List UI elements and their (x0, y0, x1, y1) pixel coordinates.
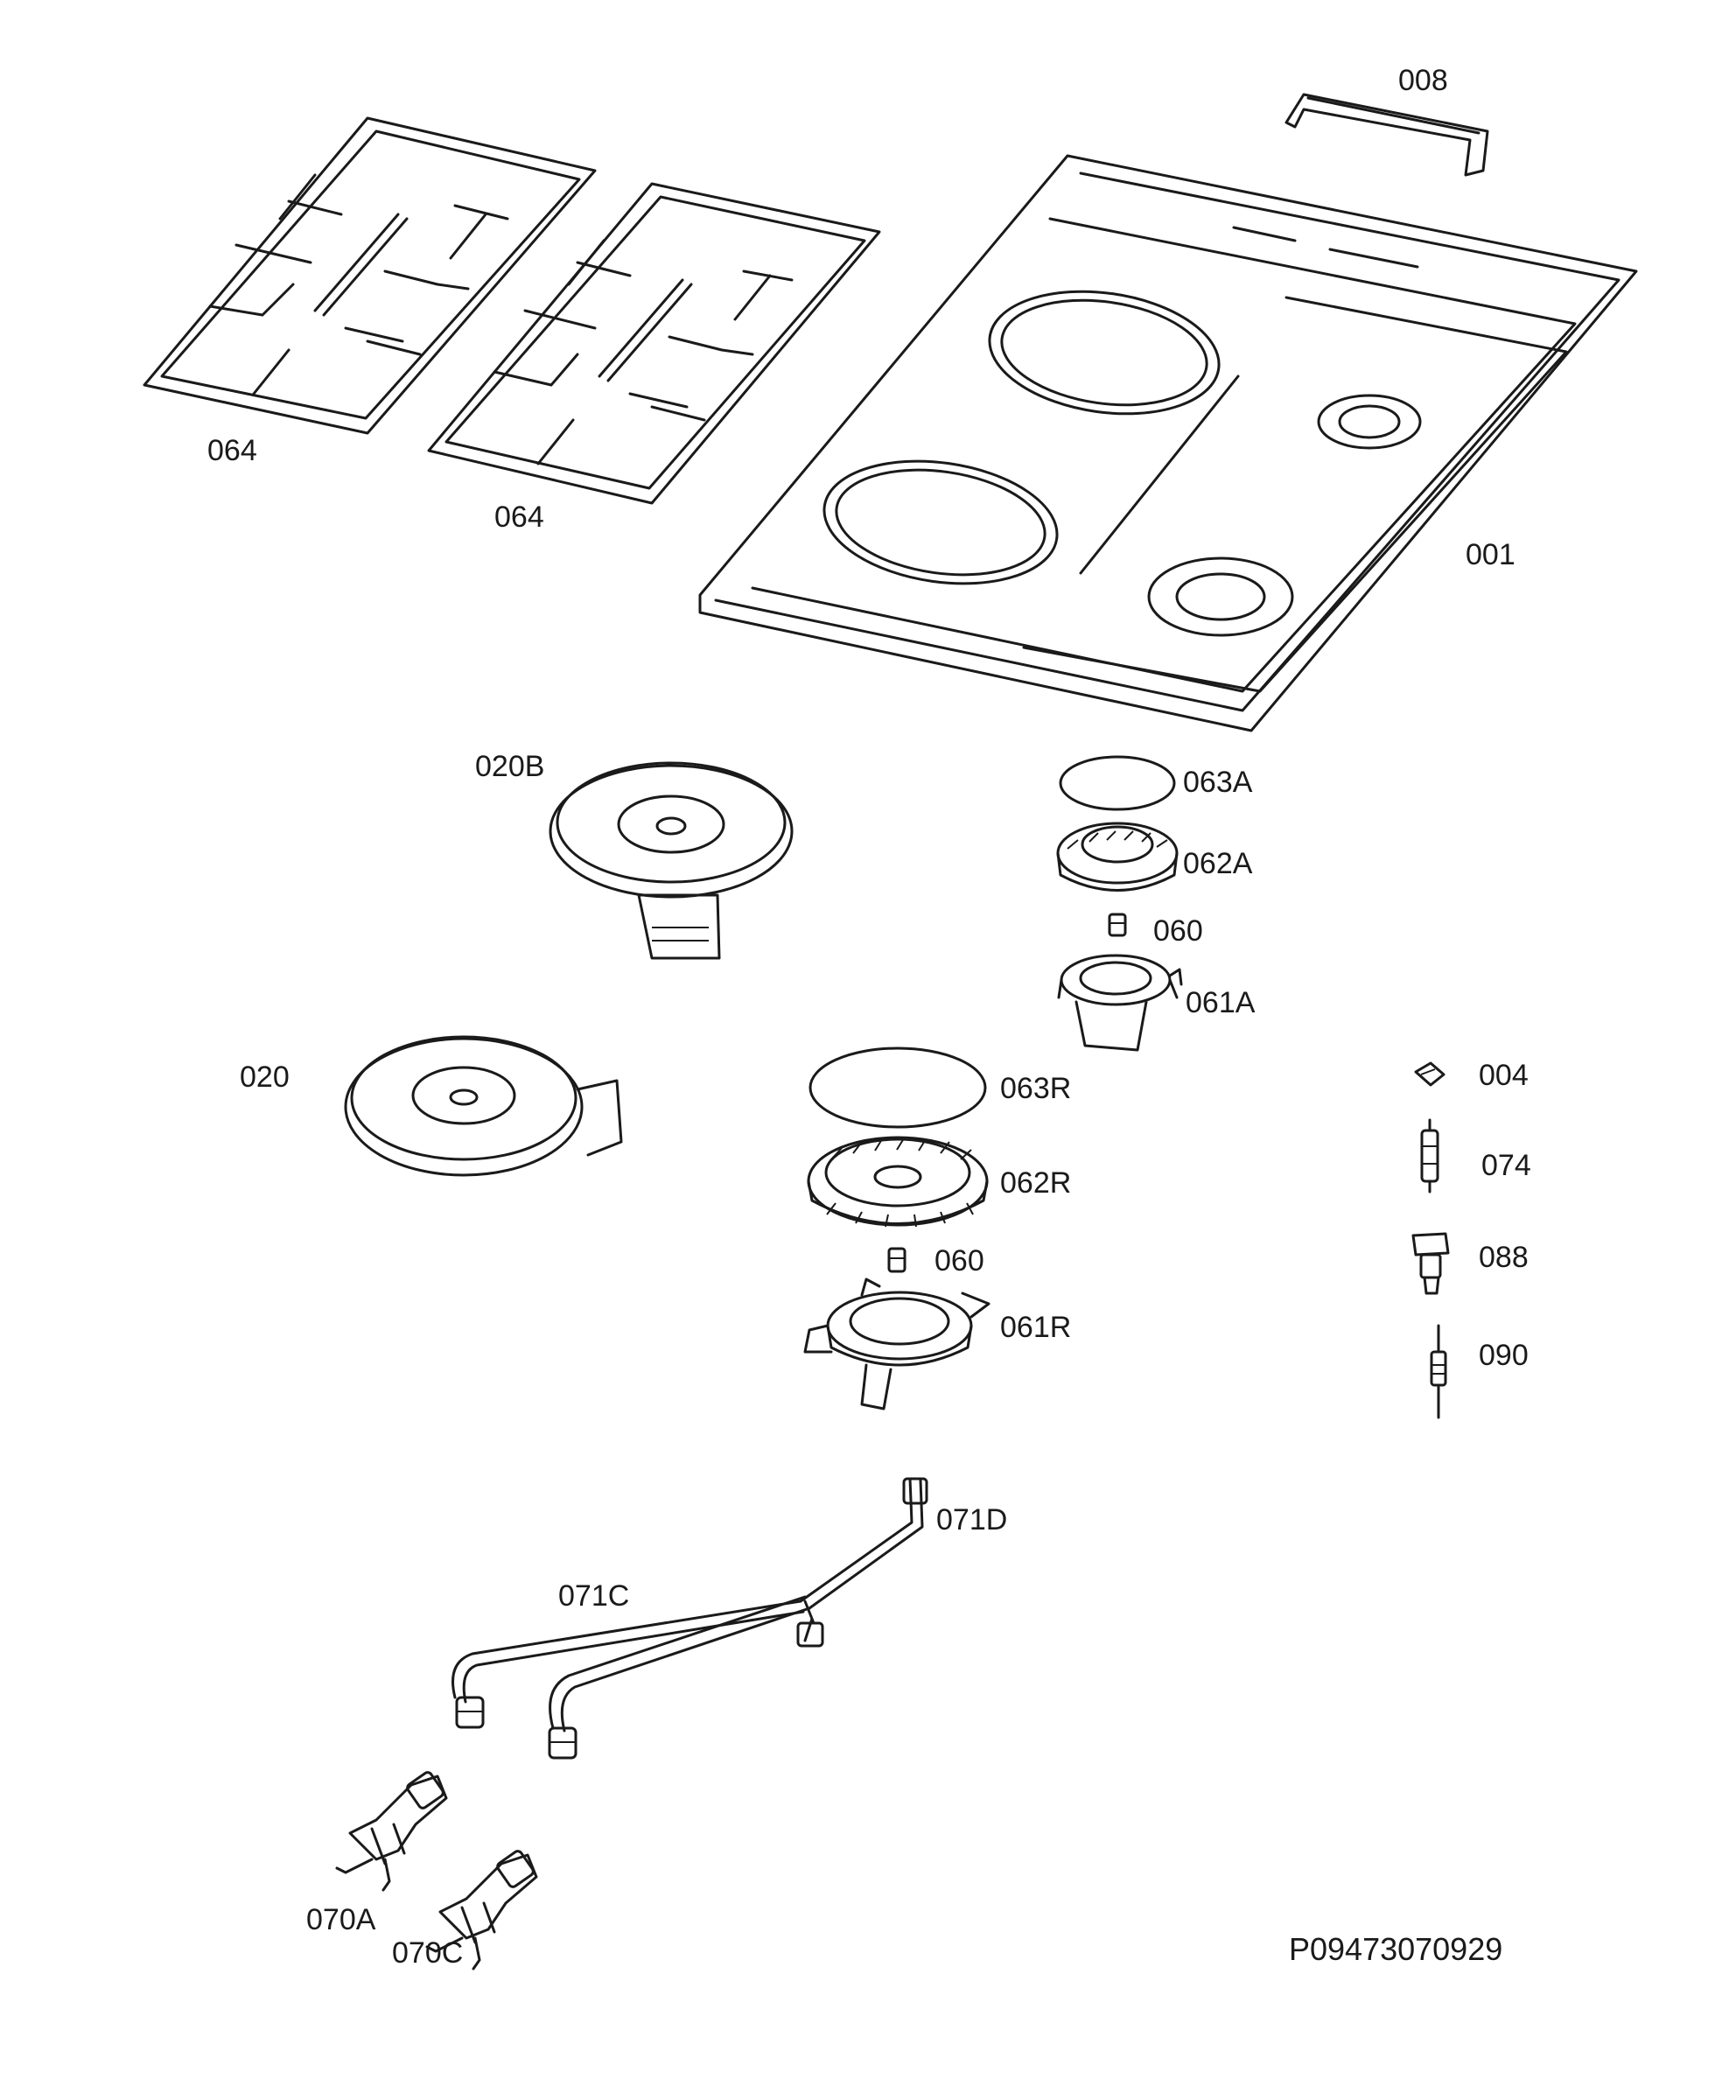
hob-top-panel (698, 154, 1638, 732)
label-001: 001 (1466, 538, 1516, 571)
label-063r: 063R (1000, 1072, 1071, 1105)
label-064-right: 064 (494, 500, 544, 534)
burner-base-061a (1057, 954, 1183, 1052)
hotplate-020b (549, 761, 794, 960)
thermocouple-090 (1430, 1324, 1447, 1419)
label-061a: 061A (1186, 986, 1256, 1019)
pan-support-left (143, 116, 597, 435)
label-020: 020 (240, 1060, 290, 1094)
label-074: 074 (1481, 1149, 1531, 1182)
label-061r: 061R (1000, 1311, 1071, 1344)
label-063a: 063A (1183, 766, 1253, 799)
diagram-code: P09473070929 (1289, 1931, 1502, 1967)
label-062a: 062A (1183, 847, 1253, 880)
label-071c: 071C (558, 1579, 629, 1613)
label-070c: 070C (392, 1936, 463, 1970)
gas-tap-070c (425, 1850, 538, 1970)
thermocouple-nut-088 (1411, 1232, 1450, 1295)
injector-060-b (887, 1247, 906, 1273)
label-088: 088 (1479, 1241, 1529, 1274)
flame-spreader-062a (1056, 822, 1179, 892)
trim-clip (1284, 93, 1489, 177)
burner-cap-063r (808, 1046, 987, 1129)
label-060-a: 060 (1153, 914, 1203, 948)
gas-tap-070a (335, 1771, 448, 1892)
label-064-left: 064 (207, 434, 257, 467)
gas-pipe-071c (452, 1595, 811, 1760)
flame-spreader-062r (807, 1136, 989, 1228)
injector-060-a (1108, 913, 1127, 937)
burner-cap-063a (1059, 755, 1176, 811)
label-062r: 062R (1000, 1166, 1071, 1200)
spark-electrode-074 (1420, 1118, 1439, 1194)
label-020b: 020B (475, 750, 544, 783)
label-004: 004 (1479, 1059, 1529, 1092)
label-071d: 071D (936, 1503, 1007, 1536)
clip-004 (1414, 1061, 1446, 1087)
gas-pipe-071d (796, 1477, 928, 1648)
label-070a: 070A (306, 1903, 376, 1936)
hotplate-020 (344, 1035, 623, 1177)
pan-support-right (427, 182, 881, 505)
label-008: 008 (1398, 64, 1448, 97)
label-060-b: 060 (934, 1244, 984, 1278)
label-090: 090 (1479, 1339, 1529, 1372)
burner-base-061r (803, 1278, 990, 1410)
